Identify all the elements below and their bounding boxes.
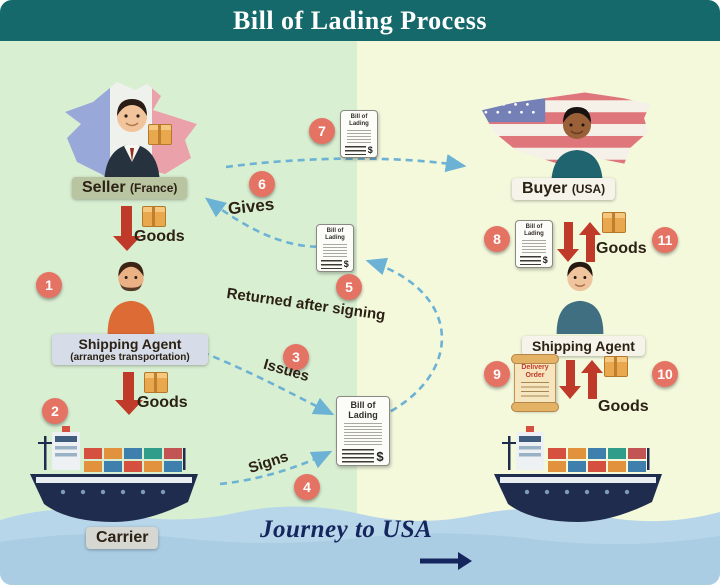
step-badge-7: 7: [309, 118, 335, 144]
step-badge-1: 1: [36, 272, 62, 298]
carrier-ship-right: [492, 422, 664, 527]
flow-signs: [219, 450, 333, 486]
seller-label-text: Seller: [82, 179, 126, 196]
doc-title: Bill of Lading: [325, 228, 345, 241]
bill-of-lading-doc-top: Bill of Lading $: [340, 110, 378, 158]
shipping-agent-label-text: Shipping Agent: [78, 336, 182, 352]
bill-of-lading-doc-main: Bill of Lading $: [336, 396, 390, 466]
seller-figure: [104, 99, 160, 187]
page-title: Bill of Lading Process: [233, 5, 487, 35]
shipping-agent-left-figure: [107, 261, 155, 334]
seller-country-text: (France): [130, 181, 178, 195]
doc-barcode: [321, 260, 342, 269]
goods-label: Goods: [134, 228, 185, 245]
buyer-figure: [551, 107, 603, 188]
doc-barcode: [345, 146, 366, 155]
step-badge-5: 5: [336, 274, 362, 300]
delivery-order-doc: Delivery Order: [511, 354, 559, 412]
shipping-agent-right-label: Shipping Agent: [522, 336, 645, 356]
doc-lines: [521, 239, 547, 254]
step-badge-4: 4: [294, 474, 320, 500]
dollar-sign: $: [376, 449, 384, 464]
flow-send-to-buyer: [225, 154, 467, 173]
step-badge-11: 11: [652, 227, 678, 253]
carrier-ship-left: [28, 422, 200, 527]
flow-issues: [201, 350, 335, 416]
goods-down-arrow-1: [112, 206, 141, 251]
buyer-label: Buyer (USA): [512, 178, 616, 200]
goods-up-arrow: [581, 360, 603, 399]
carrier-label: Carrier: [86, 527, 159, 549]
package-icon: [142, 206, 166, 227]
bill-of-lading-doc-buyer: Bill of Lading $: [515, 220, 553, 268]
buyer-country-text: (USA): [571, 182, 606, 196]
goods-label: Goods: [137, 394, 188, 411]
doc-lines: [344, 422, 382, 447]
step-badge-10: 10: [652, 361, 678, 387]
france-map: [65, 82, 197, 186]
doc-lines: [346, 129, 372, 144]
doc-lines: [322, 243, 348, 258]
journey-to-usa-label: Journey to USA: [260, 516, 433, 543]
doc-title: Bill of Lading: [524, 224, 544, 237]
doc-barcode: [342, 449, 375, 463]
title-bar: Bill of Lading Process: [0, 0, 720, 41]
seller-label: Seller (France): [72, 177, 188, 199]
goods-label: Goods: [596, 240, 647, 257]
doc-title: Bill of Lading: [348, 400, 378, 421]
dollar-sign: $: [343, 259, 349, 269]
buyer-label-text: Buyer: [522, 180, 568, 197]
step-badge-2: 2: [42, 398, 68, 424]
dollar-sign: $: [542, 255, 548, 265]
doc-barcode: [520, 256, 541, 265]
bol-down-arrow: [557, 222, 579, 262]
water: [0, 506, 720, 585]
goods-down-arrow-2: [114, 372, 143, 415]
package-icon: [148, 124, 172, 145]
step-badge-3: 3: [283, 344, 309, 370]
shipping-agent-sub-text: (arranges transportation): [70, 352, 190, 363]
doc-title: Bill of Lading: [349, 114, 369, 127]
goods-up-arrow: [579, 222, 601, 262]
doc-title: Delivery Order: [521, 364, 549, 379]
shipping-agent-left-label: Shipping Agent (arranges transportation): [52, 334, 208, 365]
package-icon: [602, 212, 626, 233]
doc-lines: [521, 382, 549, 401]
step-badge-6: 6: [249, 171, 275, 197]
delivery-down-arrow: [559, 360, 581, 399]
shipping-agent-right-figure: [556, 261, 604, 334]
shipping-agent-label-text: Shipping Agent: [532, 338, 635, 354]
step-badge-9: 9: [484, 361, 510, 387]
dollar-sign: $: [367, 145, 373, 155]
package-icon: [144, 372, 168, 393]
flow-returned: [357, 257, 444, 428]
step-badge-8: 8: [484, 226, 510, 252]
carrier-label-text: Carrier: [96, 529, 149, 546]
goods-label: Goods: [598, 398, 649, 415]
package-icon: [604, 356, 628, 377]
bill-of-lading-doc-mid: Bill of Lading $: [316, 224, 354, 272]
journey-arrow-icon: [420, 552, 472, 570]
